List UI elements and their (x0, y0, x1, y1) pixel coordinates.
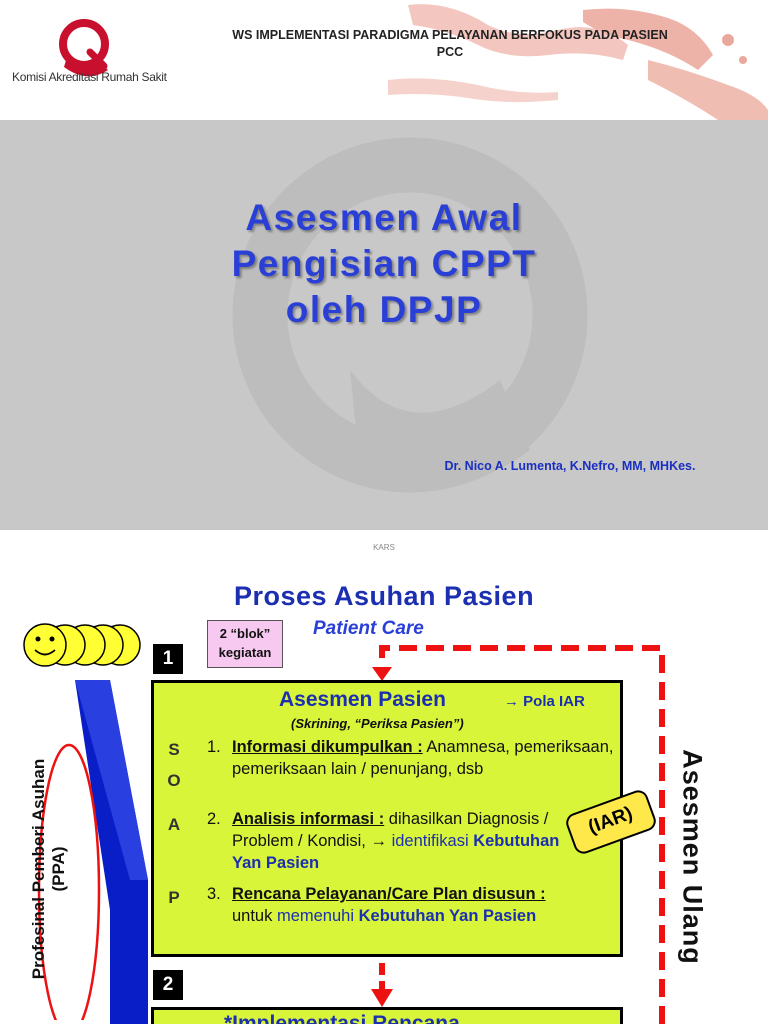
pola-iar-label: → Pola IAR (504, 693, 585, 710)
author-name: Dr. Nico A. Lumenta, K.Nefro, MM, MHKes. (444, 459, 696, 473)
workshop-title-line2: PCC (436, 45, 464, 59)
step-highlight-bold: Kebutuhan Yan Pasien (358, 907, 537, 925)
step-index: 1. (207, 738, 221, 756)
logo-caption: Komisi Akreditasi Rumah Sakit (12, 70, 167, 84)
slide-footer-label: KARS (373, 543, 395, 552)
reassessment-loop-arrow (371, 645, 665, 1024)
step-heading: Informasi dikumpulkan : (232, 738, 423, 756)
slide-subtitle: Patient Care (313, 618, 424, 639)
blue-chevron-arrow (75, 680, 148, 1024)
box-title: Asesmen Pasien (279, 688, 446, 711)
step-item: 1. Informasi dikumpulkan : Anamnesa, pem… (207, 736, 617, 806)
step-highlight: identifikasi (391, 832, 469, 850)
soap-letter: P (168, 888, 180, 907)
ppa-vertical-label: Profesinal Pemberi Asuhan (PPA) (29, 734, 69, 1004)
implementasi-box: *Implementasi Rencana (151, 1007, 623, 1024)
blok-line: 2 “blok” (219, 626, 271, 641)
workshop-title: WS IMPLEMENTASI PARADIGMA PELAYANAN BERF… (225, 27, 675, 61)
box-title: *Implementasi Rencana (224, 1012, 460, 1024)
step-highlight-bold: Kebutuhan Yan Pasien (232, 832, 560, 872)
slide-header: Komisi Akreditasi Rumah Sakit WS IMPLEME… (0, 0, 768, 120)
step-item: 2. Analisis informasi : dihasilkan Diagn… (207, 808, 617, 878)
indonesia-map-decoration (388, 4, 768, 120)
title-line: Asesmen Awal (245, 197, 523, 238)
step-text: dihasilkan Diagnosis / Problem / Kondisi… (232, 810, 549, 850)
step-text: Anamnesa, pemeriksaan, pemeriksaan lain … (232, 738, 614, 778)
soap-letter: O (167, 771, 181, 790)
soap-letter: A (167, 815, 181, 834)
ppa-oval (37, 743, 101, 1020)
step-number-2: 2 (153, 970, 183, 1000)
title-line: Pengisian CPPT (231, 243, 537, 284)
step-text: untuk (232, 907, 273, 925)
step-heading: Analisis informasi : (232, 810, 385, 828)
box-subtitle: (Skrining, “Periksa Pasien”) (291, 716, 464, 731)
ppa-line: Profesinal Pemberi Asuhan (29, 758, 48, 980)
slide-title: Asesmen Awal Pengisian CPPT oleh DPJP (0, 195, 768, 333)
step-index: 3. (207, 885, 221, 903)
step-highlight: memenuhi (276, 907, 355, 925)
asesmen-ulang-label: Asesmen Ulang (677, 749, 708, 965)
kars-watermark-logo (232, 137, 588, 493)
blok-line: kegiatan (218, 645, 272, 660)
slide-title: Proses Asuhan Pasien (233, 581, 535, 611)
step-heading: Rencana Pelayanan/Care Plan disusun : (232, 885, 546, 903)
kars-logo-icon (59, 19, 109, 77)
title-line: oleh DPJP (285, 289, 483, 330)
process-slide: Proses Asuhan Pasien Patient Care 2 “blo… (0, 565, 768, 1024)
step-index: 2. (207, 810, 221, 828)
smiley-faces-icon (23, 623, 141, 667)
step-number-1: 1 (153, 644, 183, 674)
step-item: 3. Rencana Pelayanan/Care Plan disusun :… (207, 883, 617, 953)
blok-kegiatan-label: 2 “blok” kegiatan (207, 620, 283, 668)
soap-letter: S (168, 740, 180, 759)
ppa-line: (PPA) (49, 846, 68, 892)
workshop-title-line1: WS IMPLEMENTASI PARADIGMA PELAYANAN BERF… (232, 28, 668, 42)
asesmen-pasien-box: Asesmen Pasien → Pola IAR (Skrining, “Pe… (151, 680, 623, 957)
title-slide: Komisi Akreditasi Rumah Sakit WS IMPLEME… (0, 0, 768, 530)
